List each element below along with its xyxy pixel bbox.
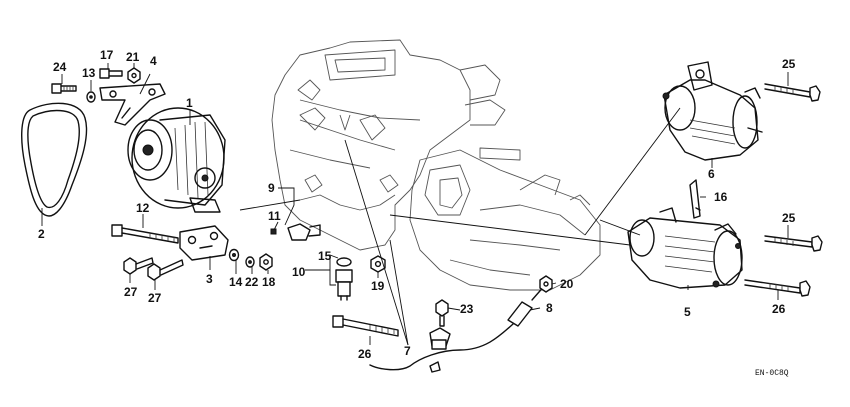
bolt-27-a (123, 257, 154, 275)
adjuster-bracket (99, 83, 166, 126)
bolt-23 (435, 299, 449, 327)
callout-14: 14 (229, 275, 243, 289)
battery-cable (369, 317, 521, 373)
callout-26-right: 26 (772, 302, 786, 316)
washer-22 (245, 256, 255, 268)
callout-26-lower: 26 (358, 347, 372, 361)
callout-19: 19 (371, 279, 385, 293)
oil-pressure-switch (270, 223, 321, 241)
starter-lower (627, 207, 743, 289)
callout-23: 23 (460, 302, 474, 316)
callout-27-b: 27 (148, 291, 162, 305)
bolt-25-upper (764, 83, 821, 102)
bolt-26-right (744, 279, 811, 297)
callout-3: 3 (206, 272, 213, 286)
callout-25-lower: 25 (782, 211, 796, 225)
bolt-27-b (147, 259, 184, 281)
callout-25-upper: 25 (782, 57, 796, 71)
diagram-code: EN-0C8Q (755, 369, 789, 378)
callout-8: 8 (546, 301, 553, 315)
washer-14 (228, 248, 240, 262)
callout-6: 6 (708, 167, 715, 181)
callout-27-a: 27 (124, 285, 138, 299)
alternator-bracket (179, 225, 229, 261)
callout-9: 9 (268, 181, 275, 195)
bolt-25-lower (764, 235, 823, 252)
callout-10: 10 (292, 265, 306, 279)
callout-5: 5 (684, 305, 691, 319)
alternator (127, 107, 226, 213)
bolt-26-lower (332, 315, 399, 337)
callout-2: 2 (38, 227, 45, 241)
nut-21 (127, 67, 141, 84)
callout-18: 18 (262, 275, 276, 289)
bolt-17 (99, 68, 123, 79)
callout-15: 15 (318, 249, 332, 263)
bolt-24 (51, 83, 77, 94)
callout-1: 1 (186, 96, 193, 110)
callout-20: 20 (560, 277, 574, 291)
callout-22: 22 (245, 275, 259, 289)
callout-17: 17 (100, 48, 114, 62)
pin-16 (689, 179, 701, 219)
callout-4: 4 (150, 54, 157, 68)
engine-block (271, 39, 601, 291)
starter-upper (662, 61, 763, 161)
nut-20 (539, 275, 553, 293)
temperature-sender (335, 257, 353, 301)
bolt-12 (111, 224, 179, 244)
callout-21: 21 (126, 50, 140, 64)
leader-lines (41, 63, 789, 346)
washer-13 (86, 91, 96, 103)
drive-belt (21, 102, 88, 217)
callout-24: 24 (53, 60, 67, 74)
callout-labels: 1 2 3 4 5 6 7 8 9 10 11 12 13 14 15 16 1… (38, 48, 796, 378)
callout-13: 13 (82, 66, 96, 80)
callout-12: 12 (136, 201, 150, 215)
callout-16: 16 (714, 190, 728, 204)
callout-7: 7 (404, 344, 411, 358)
callout-11: 11 (268, 209, 281, 223)
nut-18 (259, 253, 273, 271)
